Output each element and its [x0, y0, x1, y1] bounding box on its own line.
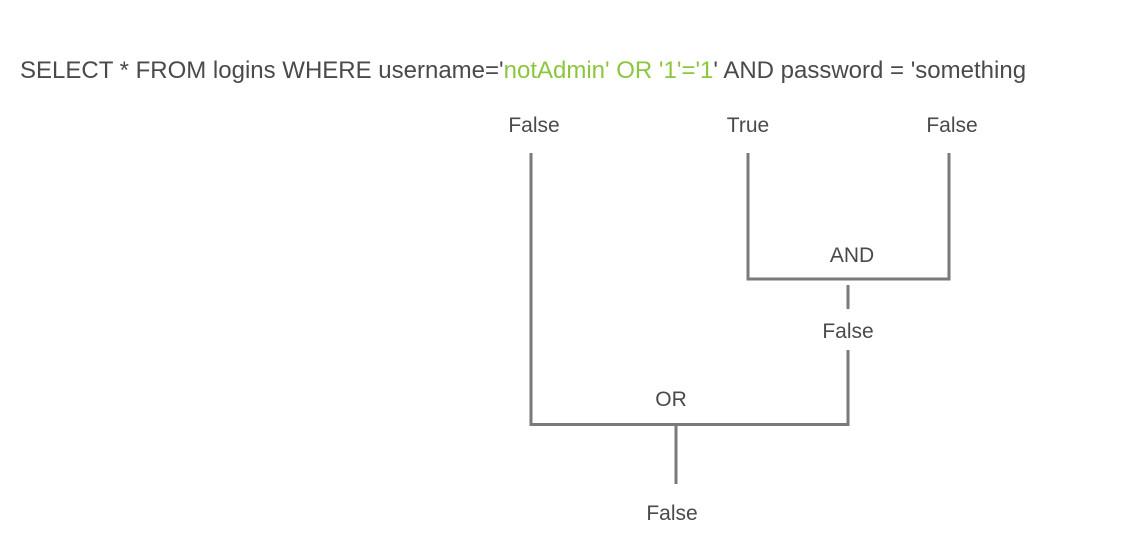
- query-prefix: SELECT * FROM logins WHERE username=': [20, 57, 504, 84]
- final-result-label: False: [646, 502, 698, 525]
- leaf-or-condition-result: True: [726, 114, 770, 137]
- sql-query: SELECT * FROM logins WHERE username='not…: [20, 55, 1026, 87]
- or-operator-label: OR: [655, 388, 687, 411]
- query-suffix: ' AND password = 'something: [713, 57, 1027, 84]
- leaf-password-result: False: [926, 114, 978, 137]
- leaf-username-result: False: [508, 114, 560, 137]
- query-injected-payload: notAdmin' OR '1'='1: [503, 57, 714, 84]
- and-result-label: False: [822, 320, 874, 343]
- and-operator-label: AND: [829, 244, 875, 267]
